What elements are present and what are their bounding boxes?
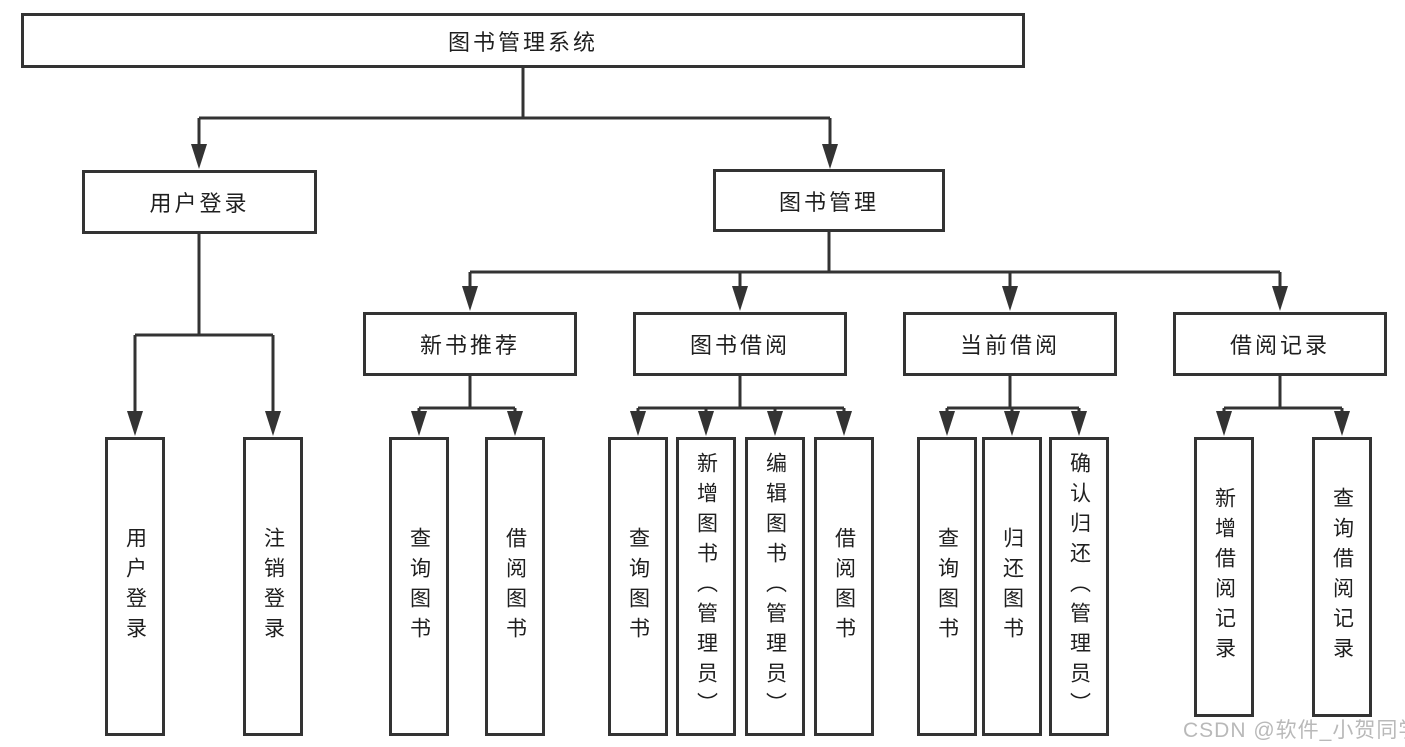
- leaf-query-books-current-label: 查询图书: [935, 526, 959, 647]
- leaf-query-borrow-record-label: 查询借阅记录: [1330, 487, 1354, 667]
- leaf-query-borrow-record: 查询借阅记录: [1312, 437, 1372, 717]
- leaf-logout: 注销登录: [243, 437, 303, 736]
- leaf-confirm-return-admin: 确认归还（管理员）: [1049, 437, 1109, 736]
- leaf-query-books-recommend-label: 查询图书: [407, 526, 431, 647]
- node-borrow-records: 借阅记录: [1173, 312, 1387, 376]
- node-user-login-branch-label: 用户登录: [149, 191, 250, 216]
- node-book-management-label: 图书管理: [778, 189, 879, 215]
- leaf-query-books-borrow: 查询图书: [608, 437, 668, 736]
- leaf-return-book: 归还图书: [982, 437, 1042, 736]
- leaf-confirm-return-admin-label: 确认归还（管理员）: [1067, 451, 1091, 722]
- node-user-login-branch: 用户登录: [82, 170, 317, 234]
- node-book-borrow: 图书借阅: [633, 312, 847, 376]
- leaf-user-login-label: 用户登录: [123, 526, 147, 647]
- node-root-label: 图书管理系统: [447, 29, 598, 55]
- leaf-add-borrow-record: 新增借阅记录: [1194, 437, 1254, 717]
- node-current-borrow-label: 当前借阅: [959, 333, 1060, 358]
- leaf-user-login: 用户登录: [105, 437, 165, 736]
- node-new-book-recommend-label: 新书推荐: [419, 333, 520, 358]
- node-current-borrow: 当前借阅: [903, 312, 1117, 376]
- leaf-query-books-borrow-label: 查询图书: [626, 526, 650, 647]
- node-book-management: 图书管理: [713, 169, 945, 232]
- node-borrow-records-label: 借阅记录: [1229, 333, 1330, 358]
- leaf-query-books-recommend: 查询图书: [389, 437, 449, 736]
- watermark: CSDN @软件_小贺同学: [1183, 719, 1405, 742]
- node-new-book-recommend: 新书推荐: [363, 312, 577, 376]
- node-root: 图书管理系统: [21, 13, 1025, 68]
- leaf-query-books-current: 查询图书: [917, 437, 977, 736]
- leaf-borrow-books-2-label: 借阅图书: [832, 526, 856, 647]
- leaf-edit-book-admin: 编辑图书（管理员）: [745, 437, 805, 736]
- leaf-add-borrow-record-label: 新增借阅记录: [1212, 487, 1236, 667]
- leaf-borrow-books-recommend: 借阅图书: [485, 437, 545, 736]
- leaf-borrow-books-2: 借阅图书: [814, 437, 874, 736]
- leaf-return-book-label: 归还图书: [1000, 526, 1024, 647]
- node-book-borrow-label: 图书借阅: [689, 333, 790, 358]
- leaf-logout-label: 注销登录: [261, 526, 285, 647]
- leaf-borrow-books-recommend-label: 借阅图书: [503, 526, 527, 647]
- leaf-add-book-admin-label: 新增图书（管理员）: [694, 451, 718, 722]
- leaf-add-book-admin: 新增图书（管理员）: [676, 437, 736, 736]
- leaf-edit-book-admin-label: 编辑图书（管理员）: [763, 451, 787, 722]
